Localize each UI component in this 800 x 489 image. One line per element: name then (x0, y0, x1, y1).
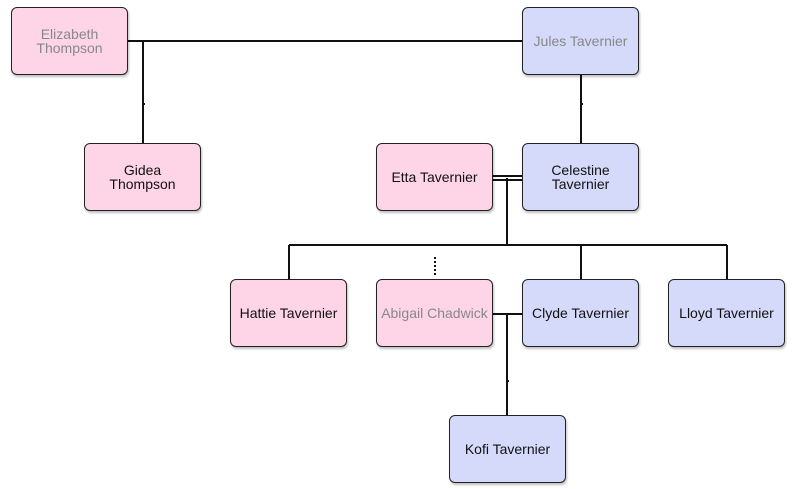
person-name: Lloyd Tavernier (679, 305, 774, 321)
person-name: Celestine Tavernier (551, 162, 610, 192)
person-clyde-tavernier[interactable]: Clyde Tavernier (522, 279, 639, 347)
person-hattie-tavernier[interactable]: Hattie Tavernier (230, 279, 347, 347)
person-name: Kofi Tavernier (464, 441, 551, 457)
person-name: Hattie Tavernier (239, 305, 338, 321)
person-gidea-thompson[interactable]: Gidea Thompson (84, 143, 201, 211)
person-name: Gidea Thompson (109, 162, 176, 192)
person-name: Jules Tavernier (533, 33, 628, 49)
person-name: Elizabeth Thompson (36, 26, 103, 56)
person-etta-tavernier[interactable]: Etta Tavernier (376, 143, 493, 211)
person-celestine-tavernier[interactable]: Celestine Tavernier (522, 143, 639, 211)
person-name: Etta Tavernier (391, 169, 478, 185)
person-kofi-tavernier[interactable]: Kofi Tavernier (449, 415, 566, 483)
person-abigail-chadwick[interactable]: Abigail Chadwick (376, 279, 493, 347)
person-lloyd-tavernier[interactable]: Lloyd Tavernier (668, 279, 785, 347)
person-elizabeth-thompson[interactable]: Elizabeth Thompson (11, 7, 128, 75)
person-name: Abigail Chadwick (381, 305, 488, 321)
person-jules-tavernier[interactable]: Jules Tavernier (522, 7, 639, 75)
person-name: Clyde Tavernier (531, 305, 629, 321)
